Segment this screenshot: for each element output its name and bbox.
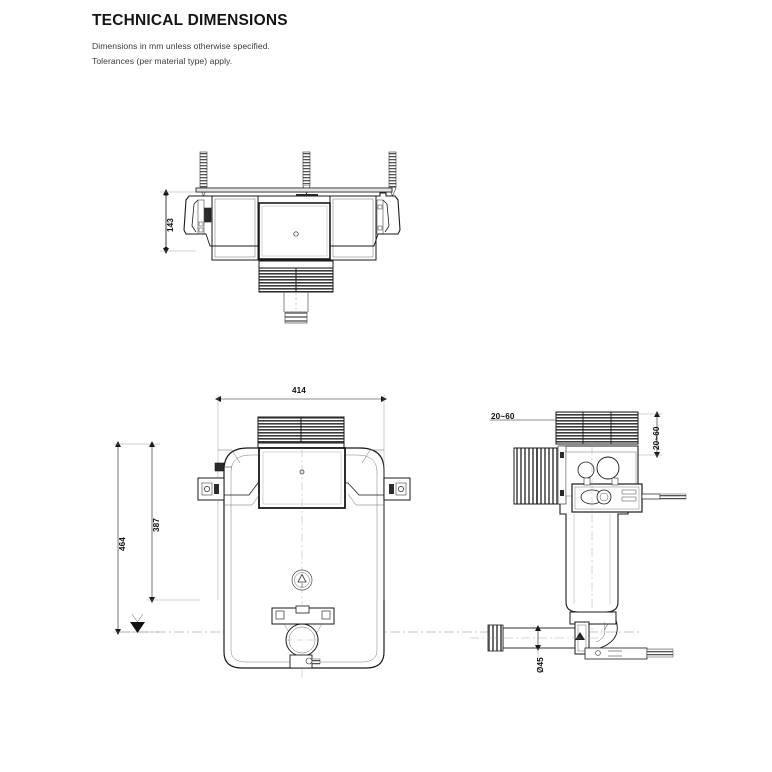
header-block: TECHNICAL DIMENSIONS Dimensions in mm un… <box>92 12 692 69</box>
dimension-label-414: 414 <box>292 386 306 395</box>
top-view-fin-stack <box>258 260 334 324</box>
note-tolerances: Tolerances (per material type) apply. <box>92 56 233 66</box>
caution-symbol: 2 <box>291 569 313 591</box>
dimension-label-depth-range: 20~60 <box>491 412 515 421</box>
dimension-label-387: 387 <box>152 518 161 532</box>
side-fin-stack-left <box>513 447 561 505</box>
dimension-label-143: 143 <box>166 218 175 232</box>
top-view-body <box>183 187 401 261</box>
dimension-label-height-range: 20~60 <box>652 426 661 451</box>
dimension-387 <box>147 441 200 603</box>
top-view <box>160 151 401 324</box>
bracket-right <box>383 477 411 501</box>
side-view <box>470 411 687 662</box>
dimension-label-464: 464 <box>118 537 127 551</box>
side-fin-stack-top <box>555 411 639 445</box>
anchor-bolts-top <box>199 151 397 201</box>
side-outlet-assembly <box>470 611 674 662</box>
bracket-left <box>197 477 225 501</box>
front-outlet-assembly <box>271 605 335 669</box>
page-title: TECHNICAL DIMENSIONS <box>92 12 288 29</box>
front-fin-stack <box>257 416 345 449</box>
dimension-414 <box>215 395 387 450</box>
dimension-label-outlet-diameter: Ø45 <box>536 657 545 673</box>
dimension-143 <box>160 189 196 254</box>
front-view: 2 <box>113 395 640 680</box>
side-view-body <box>557 445 687 630</box>
note-units: Dimensions in mm unless otherwise specif… <box>92 41 270 51</box>
front-view-body: 2 <box>197 447 411 680</box>
svg-text:2: 2 <box>301 583 304 588</box>
